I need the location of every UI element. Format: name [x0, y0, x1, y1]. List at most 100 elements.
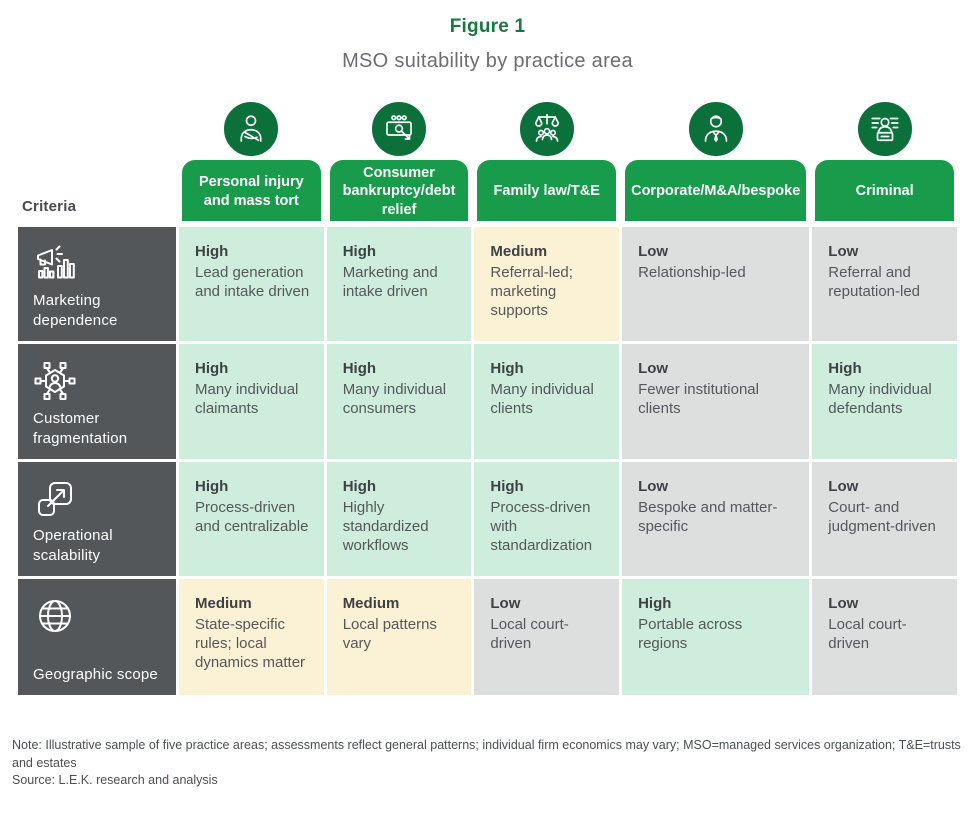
rating-description: Process-driven with standardization	[490, 499, 593, 555]
rating: Low	[638, 478, 669, 495]
cell-fragmentation-criminal: High Many individual defendants	[812, 344, 957, 459]
rating-description: Many individual claimants	[195, 381, 299, 418]
cell-marketing-corporate: Low Relationship-led	[622, 227, 810, 341]
row-header-customer-fragmentation: Customer fragmentation	[18, 344, 176, 459]
businessman-icon	[685, 99, 746, 159]
rating-description: Referral-led; marketing supports	[490, 264, 573, 320]
column-header-box: Consumer bankruptcy/debt relief	[326, 157, 472, 224]
footnote: Note: Illustrative sample of five practi…	[12, 737, 961, 790]
rating: High	[342, 360, 377, 377]
rating-description: Many individual clients	[490, 381, 594, 418]
rating-description: Lead generation and intake driven	[195, 264, 310, 301]
column-label: Corporate/M&A/bespoke	[631, 183, 801, 200]
column-header-box: Criminal	[812, 157, 957, 224]
figure-label: Figure 1	[449, 16, 526, 37]
column-header-corporate: Corporate/M&A/bespoke	[622, 99, 810, 224]
row-header-operational-scalability: Operational scalability	[18, 462, 176, 576]
figure-title: MSO suitability by practice area	[342, 50, 633, 72]
rating: High	[195, 360, 229, 377]
cell-fragmentation-corporate: Low Fewer institutional clients	[622, 344, 810, 459]
rating-description: Local court-driven	[490, 616, 569, 653]
row-label: Operational scalability	[33, 527, 113, 565]
globe-icon	[33, 594, 166, 643]
rating: High	[490, 478, 524, 495]
rating: High	[490, 360, 524, 377]
rating: High	[342, 478, 377, 495]
rating-description: State-specific rules; local dynamics mat…	[195, 616, 306, 672]
rating: Medium	[490, 243, 548, 260]
row-label: Geographic scope	[33, 666, 158, 684]
source-text: Source: L.E.K. research and analysis	[12, 773, 218, 787]
rating: Medium	[342, 595, 400, 612]
cell-geographic-consumer-bankruptcy: Medium Local patterns vary	[326, 579, 472, 695]
cell-fragmentation-family-law: High Many individual clients	[474, 344, 620, 459]
rating-description: Fewer institutional clients	[638, 381, 759, 418]
column-label: Consumer bankruptcy/debt relief	[342, 165, 456, 218]
cell-geographic-family-law: Low Local court-driven	[474, 579, 620, 695]
rating: High	[828, 360, 862, 377]
column-header-box: Corporate/M&A/bespoke	[622, 157, 810, 224]
cell-fragmentation-personal-injury: High Many individual claimants	[179, 344, 324, 459]
column-header-consumer-bankruptcy: Consumer bankruptcy/debt relief	[326, 99, 472, 224]
mugshot-icon	[854, 99, 915, 159]
cell-marketing-consumer-bankruptcy: High Marketing and intake driven	[326, 227, 472, 341]
cell-scalability-personal-injury: High Process-driven and centralizable	[179, 462, 324, 576]
rating-description: Local court-driven	[828, 616, 907, 653]
rating: High	[195, 478, 229, 495]
rating: Low	[828, 243, 859, 260]
expand-squares-icon	[33, 477, 166, 526]
suitability-matrix: Criteria Personal injury and mass tort	[18, 99, 957, 695]
cell-geographic-criminal: Low Local court-driven	[812, 579, 957, 695]
rating: High	[342, 243, 377, 260]
column-label: Personal injury and mass tort	[198, 174, 304, 209]
rating: Low	[828, 478, 859, 495]
row-label: Customer fragmentation	[33, 410, 128, 448]
banknote-decline-icon	[369, 99, 430, 159]
column-header-box: Family law/T&E	[474, 157, 620, 224]
rating: High	[195, 243, 229, 260]
network-person-icon	[33, 359, 166, 408]
rating: Low	[490, 595, 521, 612]
rating: Low	[828, 595, 859, 612]
rating: Medium	[195, 595, 252, 612]
row-label: Marketing dependence	[33, 292, 118, 330]
rating: High	[638, 595, 672, 612]
rating-description: Many individual defendants	[828, 381, 932, 418]
rating-description: Many individual consumers	[342, 381, 447, 418]
cell-geographic-corporate: High Portable across regions	[622, 579, 810, 695]
cell-fragmentation-consumer-bankruptcy: High Many individual consumers	[326, 344, 472, 459]
row-header-marketing-dependence: Marketing dependence	[18, 227, 176, 341]
rating-description: Referral and reputation-led	[828, 264, 921, 301]
column-label: Criminal	[855, 183, 914, 200]
row-header-geographic-scope: Geographic scope	[18, 579, 176, 695]
rating: Low	[638, 243, 669, 260]
criteria-heading: Criteria	[22, 198, 77, 215]
rating-description: Bespoke and matter-specific	[638, 499, 778, 536]
rating: Low	[638, 360, 669, 377]
rating-description: Marketing and intake driven	[342, 264, 438, 301]
rating-description: Local patterns vary	[342, 616, 437, 653]
criteria-corner-cell: Criteria	[18, 99, 176, 224]
injured-person-icon	[221, 99, 282, 159]
rating-description: Process-driven and centralizable	[195, 499, 309, 536]
rating-description: Court- and judgment-driven	[828, 499, 936, 536]
cell-scalability-criminal: Low Court- and judgment-driven	[812, 462, 957, 576]
cell-scalability-family-law: High Process-driven with standardization	[474, 462, 620, 576]
column-header-personal-injury: Personal injury and mass tort	[179, 99, 324, 224]
cell-marketing-family-law: Medium Referral-led; marketing supports	[474, 227, 620, 341]
cell-geographic-personal-injury: Medium State-specific rules; local dynam…	[179, 579, 324, 695]
column-label: Family law/T&E	[493, 183, 600, 200]
rating-description: Relationship-led	[638, 264, 746, 281]
cell-marketing-personal-injury: High Lead generation and intake driven	[179, 227, 324, 341]
justice-scales-family-icon	[516, 99, 577, 159]
megaphone-bars-icon	[33, 242, 166, 291]
column-header-box: Personal injury and mass tort	[179, 157, 324, 224]
cell-scalability-consumer-bankruptcy: High Highly standardized workflows	[326, 462, 472, 576]
note-text: Note: Illustrative sample of five practi…	[12, 738, 961, 770]
rating-description: Portable across regions	[638, 616, 743, 653]
cell-scalability-corporate: Low Bespoke and matter-specific	[622, 462, 810, 576]
cell-marketing-criminal: Low Referral and reputation-led	[812, 227, 957, 341]
rating-description: Highly standardized workflows	[342, 499, 429, 555]
column-header-criminal: Criminal	[812, 99, 957, 224]
column-header-family-law: Family law/T&E	[474, 99, 620, 224]
